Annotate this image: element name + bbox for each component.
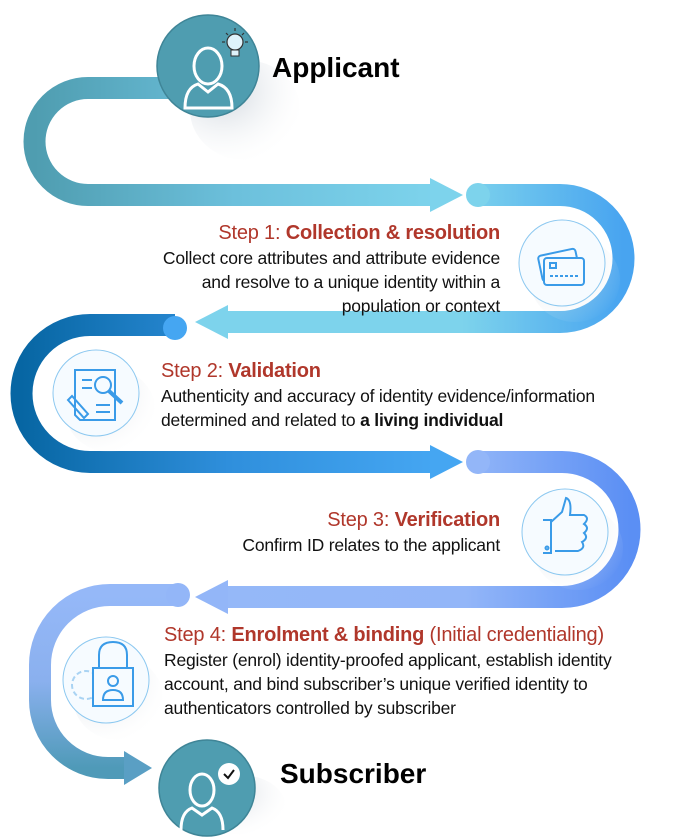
- step-1-line: Collect core attributes and attribute ev…: [162, 248, 500, 268]
- step-4-prefix: Step 4:: [164, 624, 232, 646]
- step-1-line: population or context: [341, 296, 500, 316]
- step-2-prefix: Step 2:: [161, 360, 229, 382]
- arrow-right-3: [430, 445, 463, 479]
- arrow-left-2: [195, 305, 228, 339]
- step-2-line: determined and related to: [161, 410, 361, 430]
- step-4-line: authenticators controlled by subscriber: [164, 698, 456, 718]
- step-1-prefix: Step 1:: [218, 222, 286, 244]
- step-4-suffix: (Initial credentialing): [424, 624, 605, 646]
- step-4-title: Enrolment & binding: [231, 624, 425, 646]
- arrow-right-1: [430, 178, 463, 212]
- document-search-icon: [52, 349, 155, 452]
- lock-user-icon: [62, 636, 163, 740]
- step-2: Step 2: Validation Authenticity and accu…: [161, 358, 681, 432]
- step-1-title: Collection & resolution: [285, 222, 500, 244]
- step-3: Step 3: Verification Confirm ID relates …: [80, 507, 500, 557]
- path-segment-5: [29, 584, 178, 779]
- step-1: Step 1: Collection & resolution Collect …: [80, 220, 500, 318]
- person-lightbulb-icon: [156, 14, 300, 160]
- path-segment-3: [10, 314, 435, 473]
- path-dot: [163, 316, 187, 340]
- path-segment-4: [220, 451, 641, 608]
- thumbs-up-icon: [521, 488, 623, 590]
- step-4: Step 4: Enrolment & binding (Initial cre…: [164, 622, 690, 720]
- step-1-line: and resolve to a unique identity within …: [201, 272, 500, 292]
- step-2-emphasis: a living individual: [360, 410, 504, 430]
- step-4-line: Register (enrol) identity-proofed applic…: [164, 650, 612, 670]
- step-3-prefix: Step 3:: [327, 509, 395, 531]
- step-3-line: Confirm ID relates to the applicant: [242, 535, 500, 555]
- person-check-icon: [158, 739, 285, 837]
- arrow-right-5: [124, 751, 152, 785]
- arrow-left-4: [195, 580, 228, 614]
- path-dot: [466, 183, 490, 207]
- step-4-line: account, and bind subscriber’s unique ve…: [164, 674, 588, 694]
- step-2-line: Authenticity and accuracy of identity ev…: [161, 386, 595, 406]
- step-3-title: Verification: [394, 509, 501, 531]
- path-dot: [166, 583, 190, 607]
- id-card-icon: [518, 219, 620, 322]
- path-segment-1: [23, 77, 435, 206]
- step-2-title: Validation: [228, 360, 321, 382]
- start-label: Applicant: [272, 52, 400, 83]
- path-dot: [466, 450, 490, 474]
- end-label: Subscriber: [280, 758, 427, 789]
